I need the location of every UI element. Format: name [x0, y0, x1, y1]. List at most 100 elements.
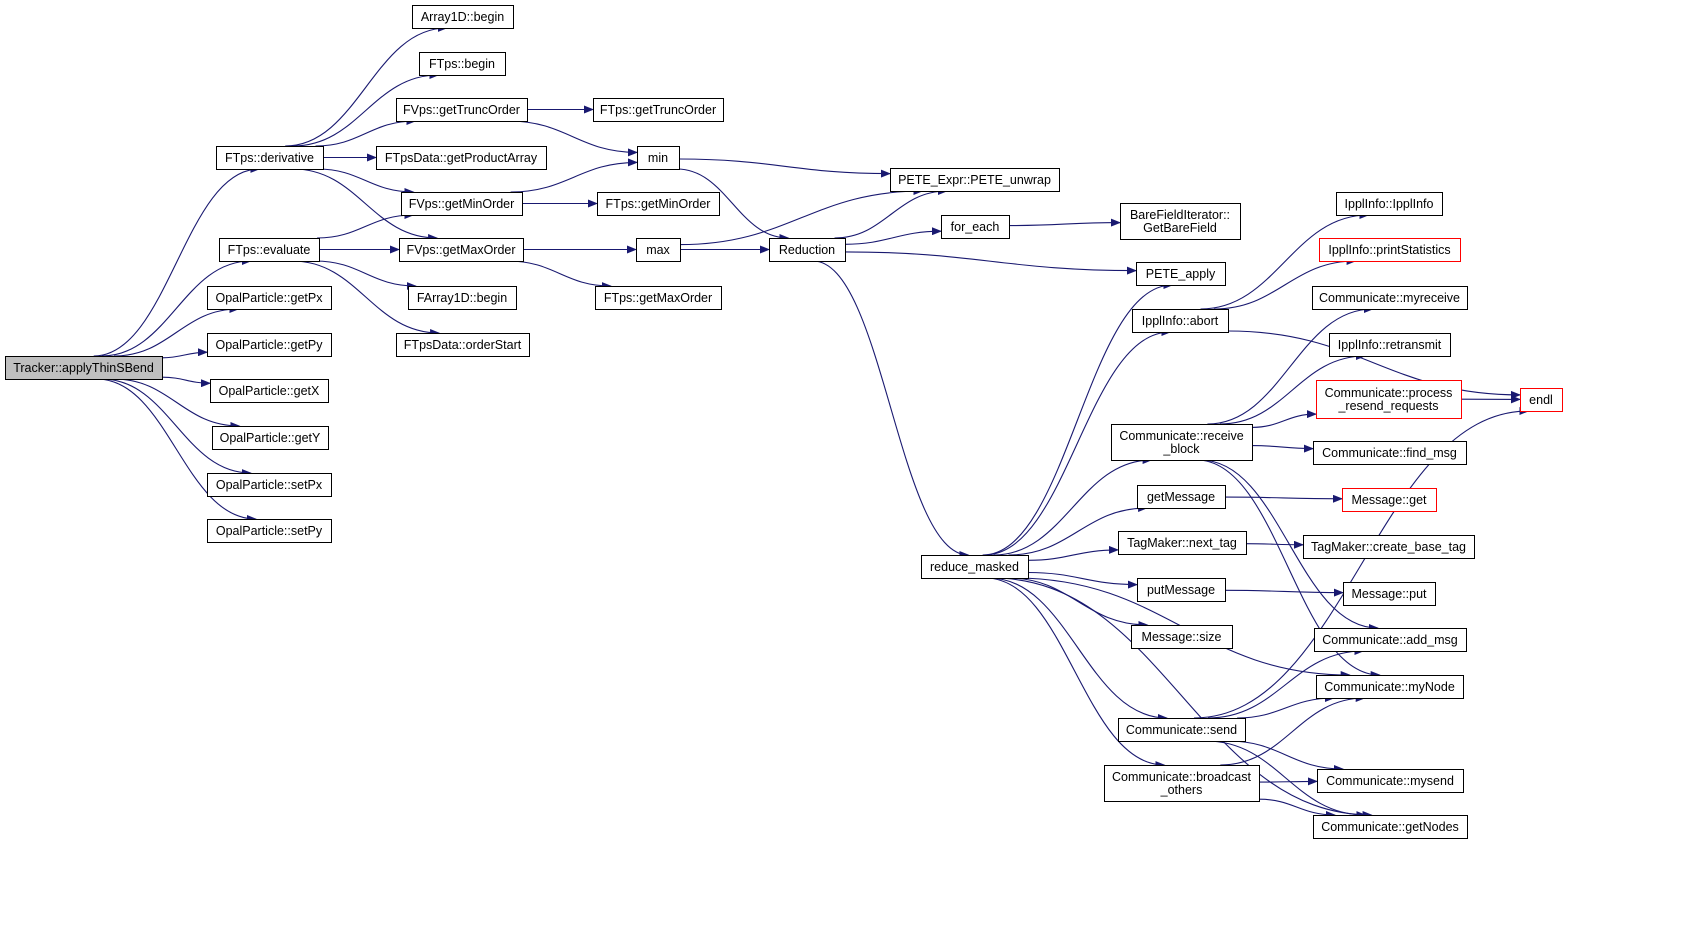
node-fvps-getminorder[interactable]: FVps::getMinOrder	[401, 192, 523, 216]
edge-reduction-to-reduce_masked	[813, 260, 970, 559]
node-box	[769, 238, 846, 262]
node-box	[941, 215, 1010, 239]
edge-reduce_masked-to-putmessage	[1027, 571, 1138, 589]
node-label: PETE_apply	[1146, 267, 1216, 281]
node-label: max	[646, 243, 670, 257]
node-ftps-begin[interactable]: FTps::begin	[419, 52, 506, 76]
node-box	[210, 379, 329, 403]
node-box	[1131, 625, 1233, 649]
node-box	[396, 98, 528, 122]
node-tagmaker-create-base-tag[interactable]: TagMaker::create_base_tag	[1303, 535, 1475, 559]
node-communicate-process-resend-requests[interactable]: Communicate::process_resend_requests	[1316, 380, 1462, 419]
node-label: OpalParticle::getPx	[216, 291, 324, 305]
node-label: Communicate::broadcast	[1112, 770, 1251, 784]
node-box	[207, 519, 332, 543]
node-ftps-getminorder[interactable]: FTps::getMinOrder	[597, 192, 720, 216]
edge-ftps_derivative-to-array1d_begin	[285, 24, 448, 147]
node-opalparticle-getx[interactable]: OpalParticle::getX	[210, 379, 329, 403]
nodes-layer: Tracker::applyThinSBendFTps::derivativeF…	[5, 5, 1563, 839]
node-communicate-add-msg[interactable]: Communicate::add_msg	[1314, 628, 1467, 652]
node-box	[890, 168, 1060, 192]
node-box	[207, 286, 332, 310]
node-label: OpalParticle::getPy	[216, 338, 324, 352]
edge-communicate_send-to-communicate_getnodes	[1206, 740, 1367, 819]
node-label: putMessage	[1147, 583, 1215, 597]
node-message-put[interactable]: Message::put	[1343, 582, 1436, 606]
node-communicate-send[interactable]: Communicate::send	[1118, 718, 1246, 742]
node-ipplinfo-abort[interactable]: IpplInfo::abort	[1132, 309, 1229, 333]
node-pete-expr-pete-unwrap[interactable]: PETE_Expr::PETE_unwrap	[890, 168, 1060, 192]
node-label: Message::get	[1351, 493, 1427, 507]
edge-communicate_receive_block-to-communicate_find_msg	[1251, 444, 1314, 453]
node-ipplinfo-retransmit[interactable]: IpplInfo::retransmit	[1329, 333, 1451, 357]
node-reduction[interactable]: Reduction	[769, 238, 846, 262]
node-communicate-broadcast-others[interactable]: Communicate::broadcast_others	[1104, 765, 1260, 802]
node-ipplinfo-printstatistics[interactable]: IpplInfo::printStatistics	[1319, 238, 1461, 262]
edge-max-to-pete_expr_pete_unwrap	[679, 187, 924, 246]
edge-reduction-to-for_each	[844, 227, 942, 245]
node-ftps-evaluate[interactable]: FTps::evaluate	[219, 238, 320, 262]
edge-tracker_applythinsbend-to-opalparticle_getx	[161, 376, 211, 388]
node-barefielditerator-getbarefield[interactable]: BareFieldIterator::GetBareField	[1120, 203, 1241, 240]
node-box	[1317, 769, 1464, 793]
node-label: OpalParticle::getY	[220, 431, 321, 445]
node-label: Communicate::myreceive	[1319, 291, 1460, 305]
node-opalparticle-gety[interactable]: OpalParticle::getY	[212, 426, 329, 450]
node-box	[1316, 380, 1462, 419]
edge-communicate_receive_block-to-communicate_add_msg	[1200, 459, 1379, 632]
node-endl[interactable]: endl	[1520, 388, 1563, 412]
node-ftpsdata-getproductarray[interactable]: FTpsData::getProductArray	[376, 146, 547, 170]
node-communicate-mysend[interactable]: Communicate::mysend	[1317, 769, 1464, 793]
node-box	[212, 426, 329, 450]
node-tracker-applythinsbend[interactable]: Tracker::applyThinSBend	[5, 356, 163, 380]
node-box	[1137, 485, 1226, 509]
edge-min-to-pete_expr_pete_unwrap	[678, 158, 891, 178]
node-communicate-find-msg[interactable]: Communicate::find_msg	[1313, 441, 1467, 465]
edge-ftps_evaluate-to-fvps_getminorder	[317, 211, 415, 239]
node-tagmaker-next-tag[interactable]: TagMaker::next_tag	[1118, 531, 1247, 555]
node-label: FVps::getTruncOrder	[403, 103, 520, 117]
node-ftpsdata-orderstart[interactable]: FTpsData::orderStart	[396, 333, 530, 357]
node-message-get[interactable]: Message::get	[1342, 488, 1437, 512]
node-pete-apply[interactable]: PETE_apply	[1136, 262, 1226, 286]
node-box	[1336, 192, 1443, 216]
node-opalparticle-getpx[interactable]: OpalParticle::getPx	[207, 286, 332, 310]
node-communicate-getnodes[interactable]: Communicate::getNodes	[1313, 815, 1468, 839]
node-label: Communicate::process	[1325, 386, 1453, 400]
node-box	[1312, 286, 1468, 310]
node-ipplinfo-ipplinfo[interactable]: IpplInfo::IpplInfo	[1336, 192, 1443, 216]
node-box	[597, 192, 720, 216]
node-farray1d-begin[interactable]: FArray1D::begin	[408, 286, 517, 310]
edge-reduce_masked-to-message_size	[1008, 577, 1149, 629]
node-array1d-begin[interactable]: Array1D::begin	[412, 5, 514, 29]
node-reduce-masked[interactable]: reduce_masked	[921, 555, 1029, 579]
node-communicate-myreceive[interactable]: Communicate::myreceive	[1312, 286, 1468, 310]
node-label: TagMaker::create_base_tag	[1311, 540, 1466, 554]
node-message-size[interactable]: Message::size	[1131, 625, 1233, 649]
node-ftps-derivative[interactable]: FTps::derivative	[216, 146, 324, 170]
node-for-each[interactable]: for_each	[941, 215, 1010, 239]
node-opalparticle-setpy[interactable]: OpalParticle::setPy	[207, 519, 332, 543]
node-box	[1342, 488, 1437, 512]
node-communicate-mynode[interactable]: Communicate::myNode	[1316, 675, 1464, 699]
node-label: Communicate::mysend	[1326, 774, 1454, 788]
edge-ftps_evaluate-to-ftpsdata_orderstart	[292, 260, 441, 337]
node-fvps-gettruncorder[interactable]: FVps::getTruncOrder	[396, 98, 528, 122]
edge-fvps_getmaxorder-to-ftps_getmaxorder	[508, 260, 612, 290]
node-communicate-receive-block[interactable]: Communicate::receive_block	[1111, 424, 1253, 461]
node-getmessage[interactable]: getMessage	[1137, 485, 1226, 509]
node-min[interactable]: min	[637, 146, 680, 170]
node-box	[636, 238, 681, 262]
node-ftps-gettruncorder[interactable]: FTps::getTruncOrder	[593, 98, 724, 122]
node-fvps-getmaxorder[interactable]: FVps::getMaxOrder	[399, 238, 524, 262]
node-opalparticle-setpx[interactable]: OpalParticle::setPx	[207, 473, 332, 497]
node-box	[1132, 309, 1229, 333]
node-label: _others	[1160, 783, 1203, 797]
node-putmessage[interactable]: putMessage	[1137, 578, 1226, 602]
edge-reduce_masked-to-communicate_getnodes	[992, 577, 1373, 819]
node-opalparticle-getpy[interactable]: OpalParticle::getPy	[207, 333, 332, 357]
node-max[interactable]: max	[636, 238, 681, 262]
node-label: IpplInfo::retransmit	[1338, 338, 1442, 352]
node-ftps-getmaxorder[interactable]: FTps::getMaxOrder	[595, 286, 722, 310]
node-box	[5, 356, 163, 380]
